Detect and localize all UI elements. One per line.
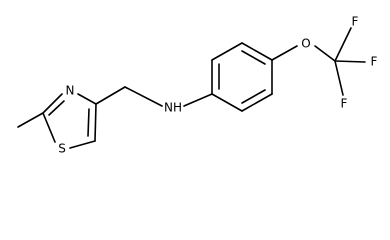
ether-oxygen-label: O bbox=[301, 37, 310, 51]
molecule-diagram: S N NH O F F F bbox=[17, 15, 378, 156]
bond-ph-c5-c6 bbox=[241, 93, 273, 112]
bond-o-cf3 bbox=[314, 45, 336, 62]
bond-ph-o bbox=[271, 45, 298, 61]
thiazole-nitrogen-label: N bbox=[66, 84, 75, 98]
amine-label: NH bbox=[164, 101, 182, 115]
bond-c4-ch2 bbox=[95, 86, 126, 105]
bond-c5-s1 bbox=[69, 140, 96, 149]
bond-ph-inner-2 bbox=[241, 50, 266, 65]
bond-ch2-nh bbox=[124, 86, 163, 107]
sulfur-atom-label: S bbox=[58, 142, 66, 156]
bond-ph-c3-c4 bbox=[241, 42, 273, 61]
bond-c2-n3 bbox=[42, 93, 63, 114]
bond-n3-c4 bbox=[77, 93, 97, 105]
bond-c2-n3-inner bbox=[48, 100, 65, 116]
bond-c4-c5-inner bbox=[87, 108, 90, 137]
fluorine-top-label: F bbox=[352, 15, 359, 29]
bond-ph-c6-c1 bbox=[211, 93, 243, 112]
fluorine-bottom-label: F bbox=[341, 97, 348, 111]
bond-c4-c5 bbox=[94, 103, 97, 142]
bond-c-f-bottom bbox=[334, 60, 344, 96]
bond-ph-inner-3 bbox=[241, 89, 266, 104]
bond-ph-c2-c3 bbox=[211, 42, 243, 61]
bond-c-f-right bbox=[334, 60, 366, 63]
fluorine-right-label: F bbox=[371, 55, 378, 69]
bond-nh-phenyl bbox=[183, 93, 213, 107]
bond-c-f-top bbox=[334, 27, 352, 62]
bond-c2-s1 bbox=[42, 112, 56, 143]
structure-canvas: S N NH O F F F bbox=[17, 14, 378, 156]
bond-methyl-c2 bbox=[17, 112, 44, 128]
